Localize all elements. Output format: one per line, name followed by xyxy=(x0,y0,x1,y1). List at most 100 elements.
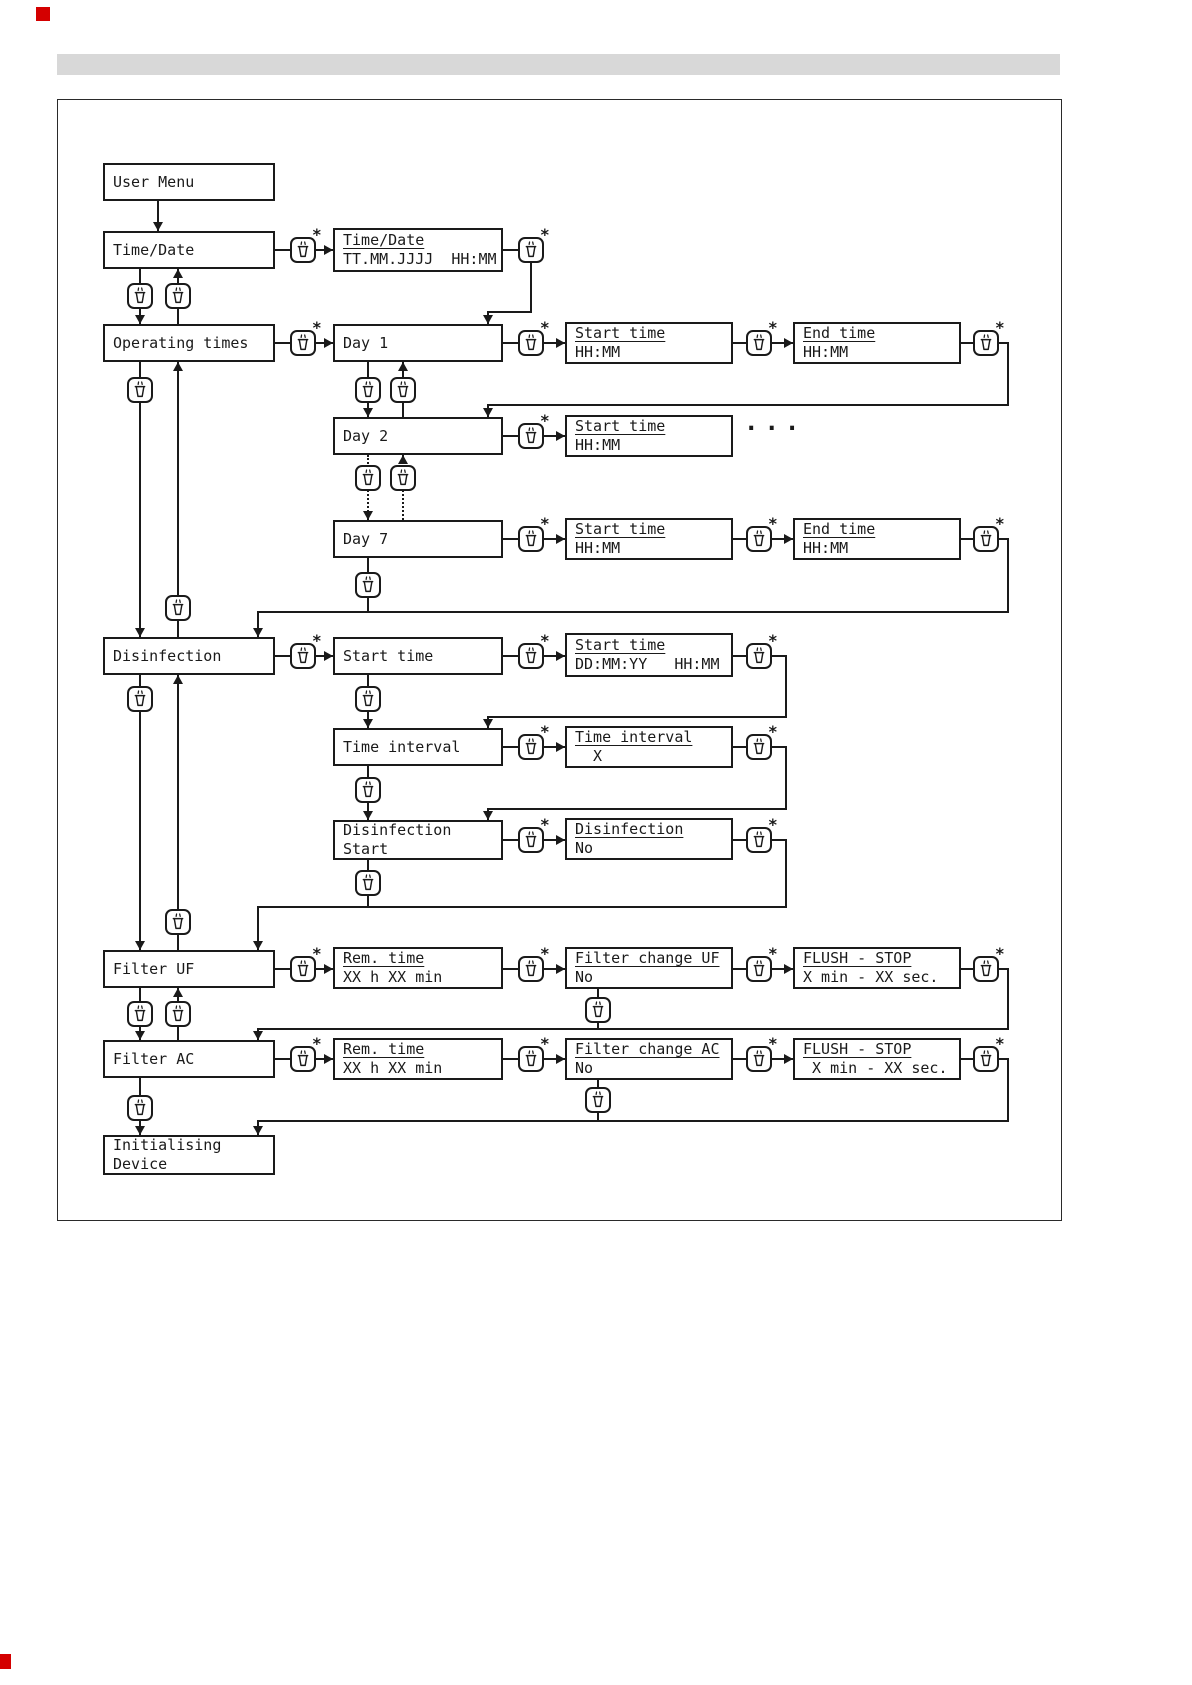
arrow-right xyxy=(556,1054,565,1064)
dispense-button-icon: * xyxy=(746,817,777,853)
lcd-text-line: FLUSH - STOP xyxy=(803,949,912,967)
filter-uf: Filter UF xyxy=(103,950,275,988)
arrow-down xyxy=(363,511,373,520)
arrow-up xyxy=(398,455,408,464)
asterisk-marker: * xyxy=(540,514,549,533)
lcd-text-line: DD:MM:YY HH:MM xyxy=(575,655,720,673)
flush-stop-ac: FLUSH - STOP X min - XX sec. xyxy=(793,1038,961,1080)
dispense-button-icon: * xyxy=(518,320,549,356)
arrow-down xyxy=(363,811,373,820)
lcd-text-line: HH:MM xyxy=(575,343,621,361)
lcd-text-line: Disinfection xyxy=(575,820,684,838)
cup-icon xyxy=(525,1050,537,1067)
arrow-down xyxy=(253,941,263,950)
arrow-right xyxy=(324,1054,333,1064)
dispense-button-icon: * xyxy=(290,946,321,982)
dispense-button-icon xyxy=(165,283,191,309)
connector-line xyxy=(177,675,179,950)
connector-line xyxy=(999,968,1009,970)
lcd-text-line: Filter AC xyxy=(113,1049,195,1068)
lcd-text-line: Day 1 xyxy=(343,333,389,352)
lcd-text-line: HH:MM xyxy=(803,539,849,557)
asterisk-marker: * xyxy=(768,514,777,533)
arrow-up xyxy=(173,988,183,997)
lcd-text-line: Device xyxy=(113,1155,168,1173)
connector-line xyxy=(772,839,787,841)
arrow-right xyxy=(556,742,565,752)
arrow-down xyxy=(483,811,493,820)
arrow-down xyxy=(253,628,263,637)
arrow-down xyxy=(483,719,493,728)
arrow-right xyxy=(784,338,793,348)
connector-line xyxy=(1007,538,1009,613)
dispense-button-icon xyxy=(390,377,416,403)
asterisk-marker: * xyxy=(540,225,549,244)
connector-line xyxy=(733,342,746,344)
connector-line xyxy=(275,249,290,251)
arrow-down xyxy=(253,1031,263,1040)
cup-icon xyxy=(172,913,184,930)
asterisk-marker: * xyxy=(540,1034,549,1053)
cup-icon xyxy=(297,647,309,664)
cup-icon xyxy=(753,960,765,977)
cup-icon xyxy=(297,960,309,977)
connector-line xyxy=(503,968,518,970)
lcd-text-line: HH:MM xyxy=(803,343,849,361)
arrow-up xyxy=(398,362,408,371)
connector-line xyxy=(503,1058,518,1060)
dispense-button-icon: * xyxy=(973,516,1004,552)
connector-line xyxy=(257,611,259,637)
connector-line xyxy=(488,716,787,718)
cup-icon xyxy=(362,469,374,486)
cup-icon xyxy=(297,1050,309,1067)
connector-line xyxy=(733,968,746,970)
connector-line xyxy=(544,1058,565,1060)
lcd-text-line: Start time xyxy=(343,646,434,665)
connector-line xyxy=(139,362,141,637)
connector-line xyxy=(275,1058,290,1060)
dispense-button-icon: * xyxy=(746,1036,777,1072)
dispense-button-icon: * xyxy=(746,633,777,669)
dispense-button-icon xyxy=(355,777,381,803)
connector-line xyxy=(503,746,518,748)
cup-icon xyxy=(134,1005,146,1022)
connector-line xyxy=(275,968,290,970)
lcd-text-line: No xyxy=(575,1059,594,1077)
connector-line xyxy=(999,342,1009,344)
day-1: Day 1 xyxy=(333,324,503,362)
arrow-up xyxy=(173,269,183,278)
arrow-right xyxy=(556,651,565,661)
connector-line xyxy=(258,611,1009,613)
connector-line xyxy=(544,746,565,748)
page-marker-bottom xyxy=(0,1654,11,1669)
lcd-text-line: Initialising xyxy=(113,1136,222,1154)
lcd-text-line: TT.MM.JJJJ HH:MM xyxy=(343,250,497,268)
continuation-ellipsis: ... xyxy=(744,408,806,436)
dispense-button-icon xyxy=(165,595,191,621)
cup-icon xyxy=(753,530,765,547)
connector-line xyxy=(275,342,290,344)
connector-line xyxy=(772,746,787,748)
dispense-button-icon: * xyxy=(518,633,549,669)
cup-icon xyxy=(134,1099,146,1116)
dispense-button-icon xyxy=(165,909,191,935)
cup-icon xyxy=(134,287,146,304)
arrow-down xyxy=(135,941,145,950)
connector-line xyxy=(503,435,518,437)
asterisk-marker: * xyxy=(312,1034,321,1053)
lcd-text-line: X xyxy=(575,747,603,765)
asterisk-marker: * xyxy=(995,318,1004,337)
dispense-button-icon: * xyxy=(746,516,777,552)
lcd-text-line: Disinfection xyxy=(343,821,452,839)
lcd-text-line: Time/Date xyxy=(113,240,195,259)
arrow-right xyxy=(784,1054,793,1064)
dispense-button-icon: * xyxy=(518,724,549,760)
arrow-right xyxy=(324,651,333,661)
connector-line xyxy=(772,1058,793,1060)
cup-icon xyxy=(592,1091,604,1108)
